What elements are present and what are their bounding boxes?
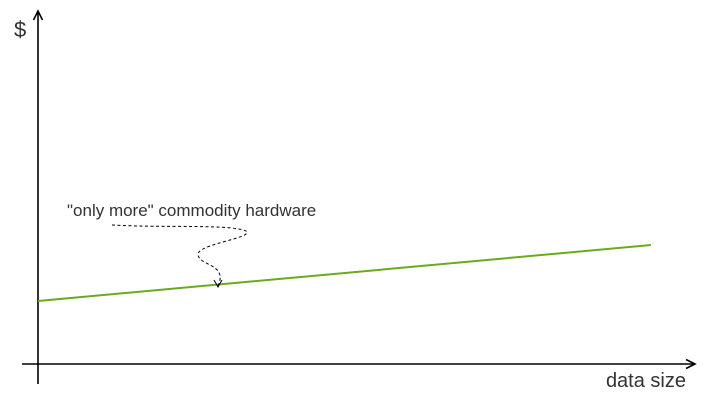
annotation-pointer: [111, 224, 248, 287]
annotation-text: "only more" commodity hardware: [67, 201, 316, 220]
x-axis-arrow: [685, 358, 697, 370]
series-group: [37, 244, 651, 302]
y-axis-arrow: [32, 9, 44, 21]
annotation-pointer-arrow: [213, 279, 223, 289]
series-line-0: [37, 244, 651, 302]
x-axis-label: data size: [606, 370, 686, 392]
y-axis-label: $: [14, 17, 26, 42]
